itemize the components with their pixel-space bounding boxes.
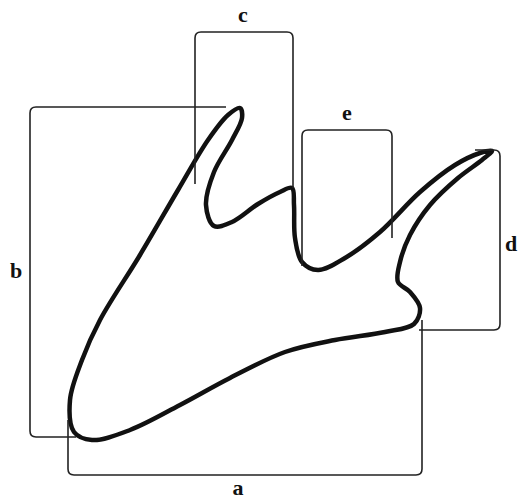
box-outline — [30, 107, 240, 437]
claw-outline — [70, 108, 493, 440]
box-border — [195, 32, 293, 188]
bounding-box: d — [395, 150, 500, 330]
box-border — [68, 320, 422, 475]
bounding-box: b — [30, 107, 240, 437]
box-outline — [68, 320, 422, 475]
box-outline — [302, 130, 392, 270]
box-outline — [395, 150, 500, 330]
box-letter: e — [342, 102, 352, 124]
box-letter: a — [233, 477, 244, 499]
bounding-box: e — [302, 130, 392, 270]
box-border — [419, 150, 500, 330]
box-outline — [195, 32, 293, 192]
box-letter: c — [238, 4, 248, 26]
bounding-box: a — [68, 320, 422, 475]
box-letter: d — [505, 233, 517, 255]
bounding-box: c — [195, 32, 293, 192]
box-border — [30, 107, 226, 437]
box-letter: b — [10, 260, 22, 282]
box-border — [302, 130, 392, 266]
